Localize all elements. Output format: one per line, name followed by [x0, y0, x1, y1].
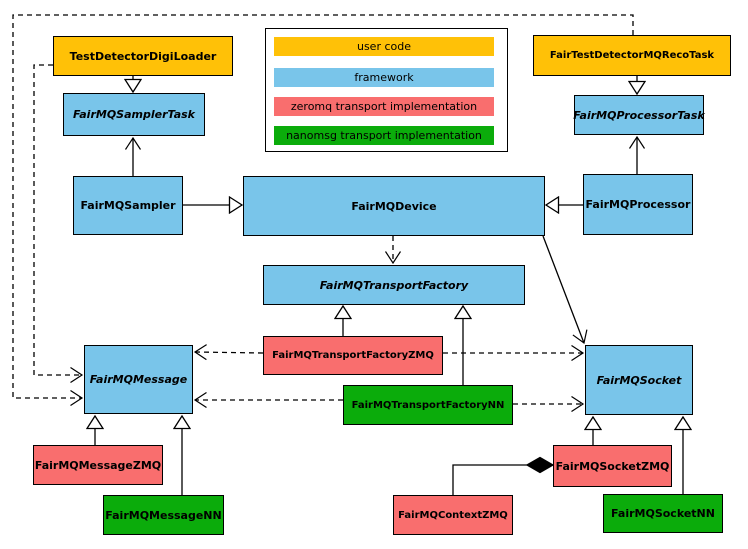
node-fairmq-processor-task: FairMQProcessorTask — [573, 95, 705, 135]
node-fairmq-processor: FairMQProcessor — [583, 174, 693, 235]
legend-item-nanomsg: nanomsg transport implementation — [274, 126, 494, 145]
legend-item-zeromq: zeromq transport implementation — [274, 97, 494, 116]
node-fairmq-sampler-task: FairMQSamplerTask — [63, 93, 205, 136]
node-fairmq-message: FairMQMessage — [84, 345, 193, 414]
node-fairmq-transport-factory-zmq: FairMQTransportFactoryZMQ — [263, 336, 443, 375]
edge-recotask-message — [12, 14, 634, 407]
node-fairmq-device: FairMQDevice — [243, 176, 545, 236]
node-fair-test-detector-mq-reco-task: FairTestDetectorMQRecoTask — [533, 35, 731, 76]
node-fairmq-message-zmq: FairMQMessageZMQ — [33, 445, 163, 485]
edge-device-socket — [542, 235, 588, 345]
node-test-detector-digi-loader: TestDetectorDigiLoader — [53, 36, 233, 76]
node-fairmq-transport-factory-nn: FairMQTransportFactoryNN — [343, 385, 513, 425]
legend-item-framework: framework — [274, 68, 494, 87]
legend: user code framework zeromq transport imp… — [265, 28, 508, 152]
legend-item-user-code: user code — [274, 37, 494, 56]
composition-diamond — [525, 456, 555, 474]
node-fairmq-socket-zmq: FairMQSocketZMQ — [553, 445, 672, 487]
node-fairmq-context-zmq: FairMQContextZMQ — [393, 495, 513, 535]
node-fairmq-socket-nn: FairMQSocketNN — [603, 494, 723, 533]
node-fairmq-socket: FairMQSocket — [585, 345, 693, 415]
node-fairmq-sampler: FairMQSampler — [73, 176, 183, 235]
node-fairmq-message-nn: FairMQMessageNN — [103, 495, 224, 535]
edge-digiloader-message — [33, 64, 84, 384]
edge-contextzmq-socketzmq — [452, 464, 527, 495]
edge-factoryzmq-message — [193, 344, 264, 361]
node-fairmq-transport-factory: FairMQTransportFactory — [263, 265, 525, 305]
